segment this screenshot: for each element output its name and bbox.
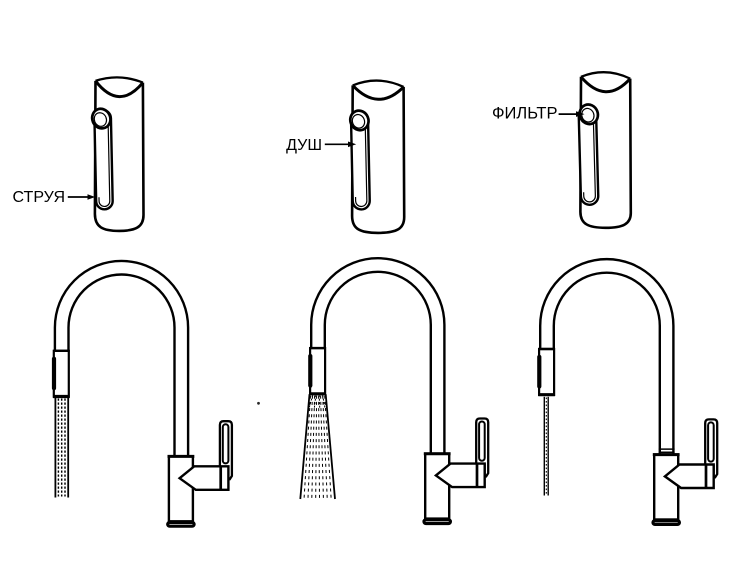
svg-text:СТРУЯ: СТРУЯ <box>13 189 65 206</box>
svg-text:ДУШ: ДУШ <box>286 137 322 154</box>
svg-text:ФИЛЬТР: ФИЛЬТР <box>492 104 558 122</box>
